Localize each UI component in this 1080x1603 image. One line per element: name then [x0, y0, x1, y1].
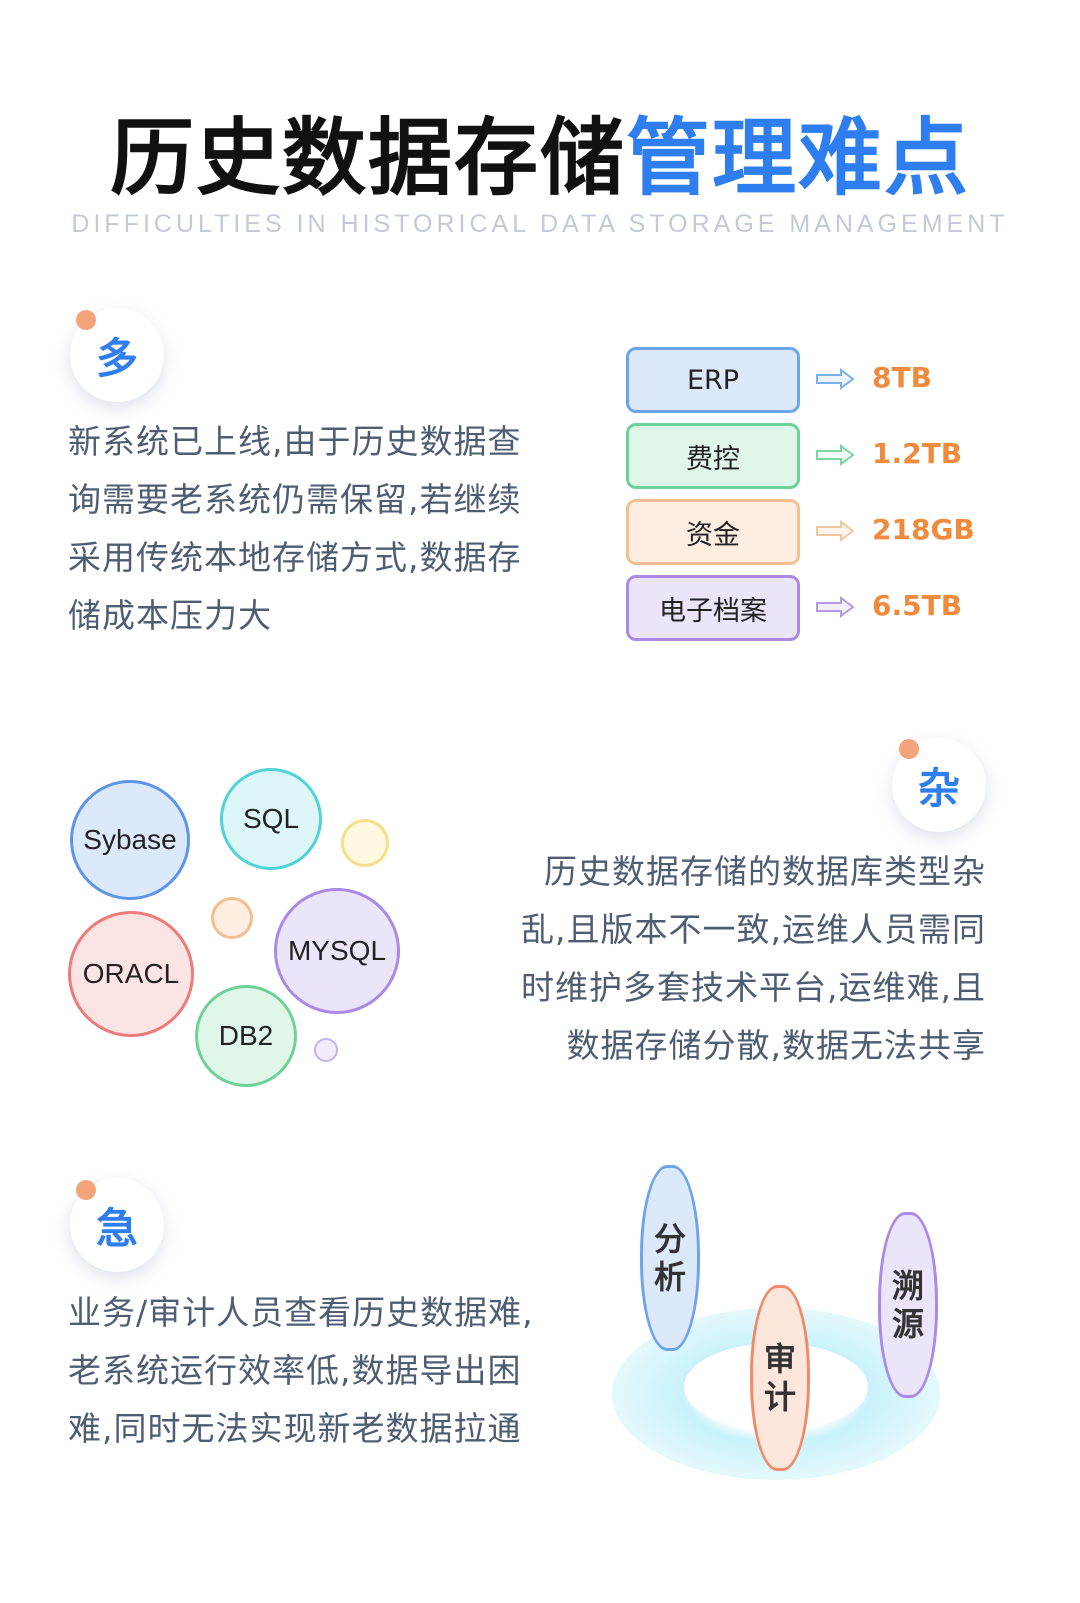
- system-box-archive: 电子档案: [626, 575, 800, 641]
- system-box-expense: 费控: [626, 423, 800, 489]
- section-urgent-badge: 急: [70, 1178, 164, 1272]
- db-bubble-sql: SQL: [220, 768, 322, 870]
- section-mixed-text: 历史数据存储的数据库类型杂 乱,且版本不一致,运维人员需同 时维护多套技术平台,…: [480, 843, 986, 1075]
- decor-bubble: [314, 1038, 338, 1062]
- pill-audit: 审 计: [750, 1285, 810, 1471]
- text-line: 储成本压力大: [68, 596, 272, 635]
- system-size-fund: 218GB: [872, 513, 975, 546]
- decor-bubble: [341, 819, 389, 867]
- section-urgent-text: 业务/审计人员查看历史数据难, 老系统运行效率低,数据导出困 难,同时无法实现新…: [68, 1284, 534, 1458]
- db-bubble-db2: DB2: [195, 985, 297, 1087]
- section-mixed-dot: [899, 739, 919, 759]
- pill-char: 分: [653, 1220, 686, 1258]
- text-line: 难,同时无法实现新老数据拉通: [68, 1409, 522, 1448]
- db-bubble-sybase: Sybase: [70, 780, 190, 900]
- text-line: 新系统已上线,由于历史数据查: [68, 422, 522, 461]
- title-part-2: 管理难点: [626, 109, 971, 207]
- pill-char: 审: [763, 1340, 796, 1378]
- pill-char: 计: [763, 1378, 796, 1416]
- text-line: 采用传统本地存储方式,数据存: [68, 538, 522, 577]
- pill-trace: 溯 源: [878, 1212, 938, 1398]
- pill-char: 源: [891, 1305, 924, 1343]
- arrow-right-icon: [816, 368, 855, 390]
- page-title: 历史数据存储管理难点: [0, 108, 1080, 208]
- text-line: 询需要老系统仍需保留,若继续: [68, 480, 522, 519]
- text-line: 老系统运行效率低,数据导出困: [68, 1351, 522, 1390]
- system-size-archive: 6.5TB: [872, 589, 963, 622]
- pill-analysis: 分 析: [640, 1165, 700, 1351]
- section-urgent-dot: [76, 1180, 96, 1200]
- system-box-fund: 资金: [626, 499, 800, 565]
- section-many-badge: 多: [70, 308, 164, 402]
- page-subtitle: DIFFICULTIES IN HISTORICAL DATA STORAGE …: [71, 210, 1009, 238]
- arrow-right-icon: [816, 520, 855, 542]
- text-line: 历史数据存储的数据库类型杂: [544, 852, 986, 891]
- system-size-erp: 8TB: [872, 361, 932, 394]
- text-line: 业务/审计人员查看历史数据难,: [68, 1293, 534, 1332]
- pill-char: 析: [653, 1258, 686, 1296]
- section-many-text: 新系统已上线,由于历史数据查 询需要老系统仍需保留,若继续 采用传统本地存储方式…: [68, 413, 522, 645]
- text-line: 数据存储分散,数据无法共享: [566, 1026, 986, 1065]
- section-many-dot: [76, 310, 96, 330]
- system-size-expense: 1.2TB: [872, 437, 963, 470]
- arrow-right-icon: [816, 596, 855, 618]
- db-bubble-oracle: ORACL: [68, 911, 194, 1037]
- system-box-erp: ERP: [626, 347, 800, 413]
- title-part-1: 历史数据存储: [109, 109, 626, 207]
- pill-char: 溯: [891, 1267, 924, 1305]
- db-bubble-mysql: MYSQL: [274, 888, 400, 1014]
- text-line: 时维护多套技术平台,运维难,且: [521, 968, 986, 1007]
- decor-bubble: [211, 897, 253, 939]
- text-line: 乱,且版本不一致,运维人员需同: [521, 910, 986, 949]
- arrow-right-icon: [816, 444, 855, 466]
